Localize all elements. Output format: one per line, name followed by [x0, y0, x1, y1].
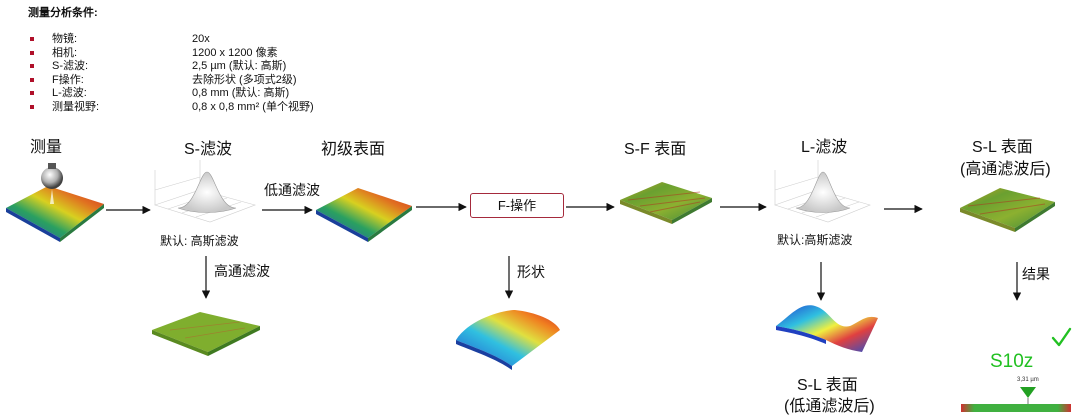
s-filter-kernel-plot	[154, 160, 256, 223]
sl-highpass-surface-image	[960, 188, 1055, 232]
bullet-icon	[30, 37, 34, 41]
condition-value: 去除形状 (多项式2级)	[192, 73, 297, 86]
bullet-icon	[30, 91, 34, 96]
bullet-icon	[30, 77, 34, 82]
s-filter-default-note: 默认: 高斯滤波	[160, 234, 239, 248]
stage-sf-surface-label: S-F 表面	[624, 141, 687, 158]
result-param-label: S10z	[990, 351, 1034, 372]
edge-result-label: 结果	[1022, 266, 1050, 282]
bullet-icon	[30, 64, 34, 69]
conditions-title: 测量分析条件:	[28, 7, 98, 19]
stage-s-filter-label: S-滤波	[184, 141, 233, 158]
condition-label: F操作:	[52, 73, 84, 86]
edge-highpass-label: 高通滤波	[214, 263, 270, 279]
f-operation-box: F-操作	[470, 193, 564, 218]
result-indicator-icon	[1020, 387, 1036, 398]
stage-sl-surface-sublabel: (高通滤波后)	[960, 161, 1051, 178]
roughness-surface-image	[152, 312, 260, 356]
stage-measure-label: 测量	[30, 139, 63, 156]
condition-label: 相机:	[52, 46, 78, 59]
bullet-icon	[30, 50, 34, 55]
l-filter-default-note: 默认:高斯滤波	[777, 233, 853, 247]
form-surface-image	[456, 310, 560, 370]
stage-primary-label: 初级表面	[321, 141, 386, 158]
check-icon	[1051, 327, 1072, 347]
edge-lowpass-label: 低通滤波	[264, 182, 320, 198]
bullet-icon	[30, 104, 34, 109]
result-value-label: 3,31 µm	[1017, 377, 1039, 383]
condition-label: L-滤波:	[52, 87, 87, 100]
condition-value: 1200 x 1200 像素	[192, 46, 278, 59]
condition-value: 0,8 x 0,8 mm² (单个视野)	[192, 100, 314, 113]
primary-surface-image	[316, 188, 412, 242]
condition-value: 2,5 µm (默认: 高斯)	[192, 60, 287, 73]
condition-value: 20x	[192, 33, 210, 45]
sl-lowpass-label: S-L 表面	[797, 377, 858, 394]
edge-form-label: 形状	[517, 264, 545, 280]
sl-lowpass-sublabel: (低通滤波后)	[784, 398, 875, 415]
measurement-surface-image	[6, 163, 104, 242]
stage-l-filter-label: L-滤波	[801, 139, 848, 156]
condition-label: S-滤波:	[52, 60, 89, 73]
condition-value: 0,8 mm (默认: 高斯)	[192, 87, 290, 100]
condition-label: 物镜:	[52, 33, 78, 45]
sl-lowpass-surface-image	[776, 305, 878, 352]
l-filter-kernel-plot	[774, 160, 871, 223]
result-tolerance-bar	[961, 404, 1071, 412]
sf-surface-image	[620, 182, 712, 224]
stage-sl-surface-label: S-L 表面	[972, 139, 1033, 156]
condition-label: 测量视野:	[52, 100, 100, 113]
